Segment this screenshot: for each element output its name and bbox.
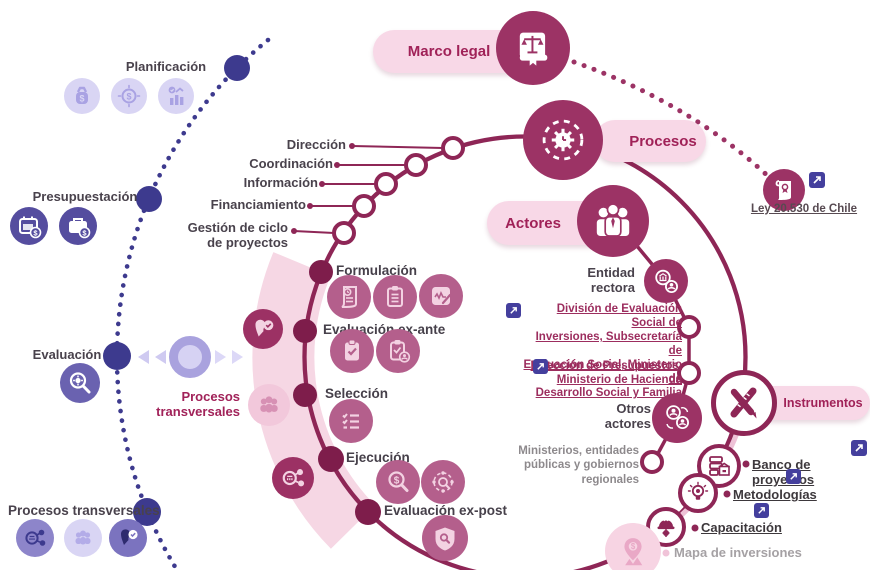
process-label-financiamiento: Financiamiento [210,197,306,212]
process-label-gestion-ciclo: Gestión de ciclo de proyectos [187,220,288,250]
carousel-prev-icon[interactable] [155,350,166,364]
bulb-gear-icon [678,473,718,513]
people-group-icon [64,519,102,557]
instrumentos-badge-label: Instrumentos [783,396,863,410]
mapa-inversiones-label: Mapa de inversiones [674,545,802,560]
actores-badge-label: Actores [505,214,561,232]
institution-person-icon [644,259,688,303]
external-link-icon[interactable] [506,303,521,318]
coin-magnifier-icon: $ [376,460,420,504]
procesos-badge-label: Procesos [629,132,697,150]
metodologias-link[interactable]: Metodologías [733,487,817,502]
marco-legal-badge-label: Marco legal [407,43,491,60]
capacitacion-link[interactable]: Capacitación [701,520,782,535]
stage-nodes [293,260,381,525]
investment-map-pin-icon: $ [605,523,661,570]
chat-check-icon [109,519,147,557]
people-group-icon [248,384,290,426]
clipboard-check-icon [330,329,374,373]
shield-magnifier-icon [422,515,468,561]
carousel-prev-icon[interactable] [138,350,149,364]
bank-network-icon [16,519,54,557]
process-leader-lines [293,145,444,234]
signature-pad-icon [419,274,463,318]
left-flow-label-evaluacion: Evaluación [32,347,102,362]
external-link-icon[interactable] [786,469,801,484]
stage-label-seleccion: Selección [325,386,389,401]
gear-clock-icon [523,100,603,180]
mapa-bullet [662,549,670,557]
direccion-presupuestos-link[interactable]: Dirección de Presupuestos, Ministerio de… [530,360,682,387]
coin-icon: $ [111,78,147,114]
clipboard-person-icon [376,329,420,373]
external-link-icon[interactable] [533,359,548,374]
external-link-icon[interactable] [851,440,867,456]
clipboard-list-icon [373,275,417,319]
label-bullets [291,143,750,532]
transversal-center-label: Procesos transversales [156,389,240,419]
svg-text:$: $ [33,228,38,237]
svg-text:$: $ [126,92,131,102]
external-link-icon[interactable] [754,503,769,518]
carousel-next-icon[interactable] [215,350,226,364]
magnifier-gear-icon [60,363,100,403]
svg-text:$: $ [79,94,84,104]
book-scales-icon [496,11,570,85]
pencil-ruler-icon [711,370,777,436]
carousel-next-icon[interactable] [232,350,243,364]
chart-growth-icon [158,78,194,114]
people-pair-icon [652,393,702,443]
checklist-icon [329,399,373,443]
scroll-clock-icon [327,275,371,319]
stage-label-formulacion: Formulación [336,263,418,278]
svg-text:$: $ [82,228,87,237]
external-link-icon[interactable] [809,172,825,188]
network-magnifier-icon [421,460,465,504]
chat-check-icon [243,309,283,349]
open-nodes [332,136,701,474]
people-trio-icon [577,185,649,257]
stage-label-evaluacion-ex-post: Evaluación ex-post [384,503,508,518]
otros-actores-description: Ministerios, entidades públicas y gobier… [518,445,639,486]
division-evaluacion-social-link[interactable]: División de Evaluación Social de Inversi… [523,303,683,400]
entidad-rectora-label: Entidad rectora [587,265,635,295]
calendar-money-icon: $ [10,207,48,245]
banco-proyectos-link[interactable]: Banco de proyectos [752,457,815,487]
money-bag-icon: $ [64,78,100,114]
marco-legal-dotted-trail [571,59,774,182]
ley-chile-link[interactable]: Ley 20.530 de Chile [750,203,858,215]
left-flow-label-presupuestacion: Presupuestación [32,189,138,204]
process-label-direccion: Dirección [286,137,346,152]
svg-text:$: $ [631,542,636,551]
briefcase-money-icon: $ [59,207,97,245]
left-flow-label-procesos-transversales: Procesos transversales [8,503,160,518]
procesos-badge: Procesos [594,120,706,162]
left-dotted-arc [114,37,271,570]
left-flow-nodes [103,55,250,526]
law-certificate-icon [763,169,805,211]
process-label-coordinacion: Coordinación [249,156,333,171]
bank-network-icon [272,457,314,499]
carousel-current-dot[interactable] [169,336,211,378]
left-flow-label-planificacion: Planificación [125,59,207,74]
otros-actores-label: Otros actores [604,401,651,431]
process-label-informacion: Información [243,175,318,190]
svg-text:$: $ [394,475,400,486]
